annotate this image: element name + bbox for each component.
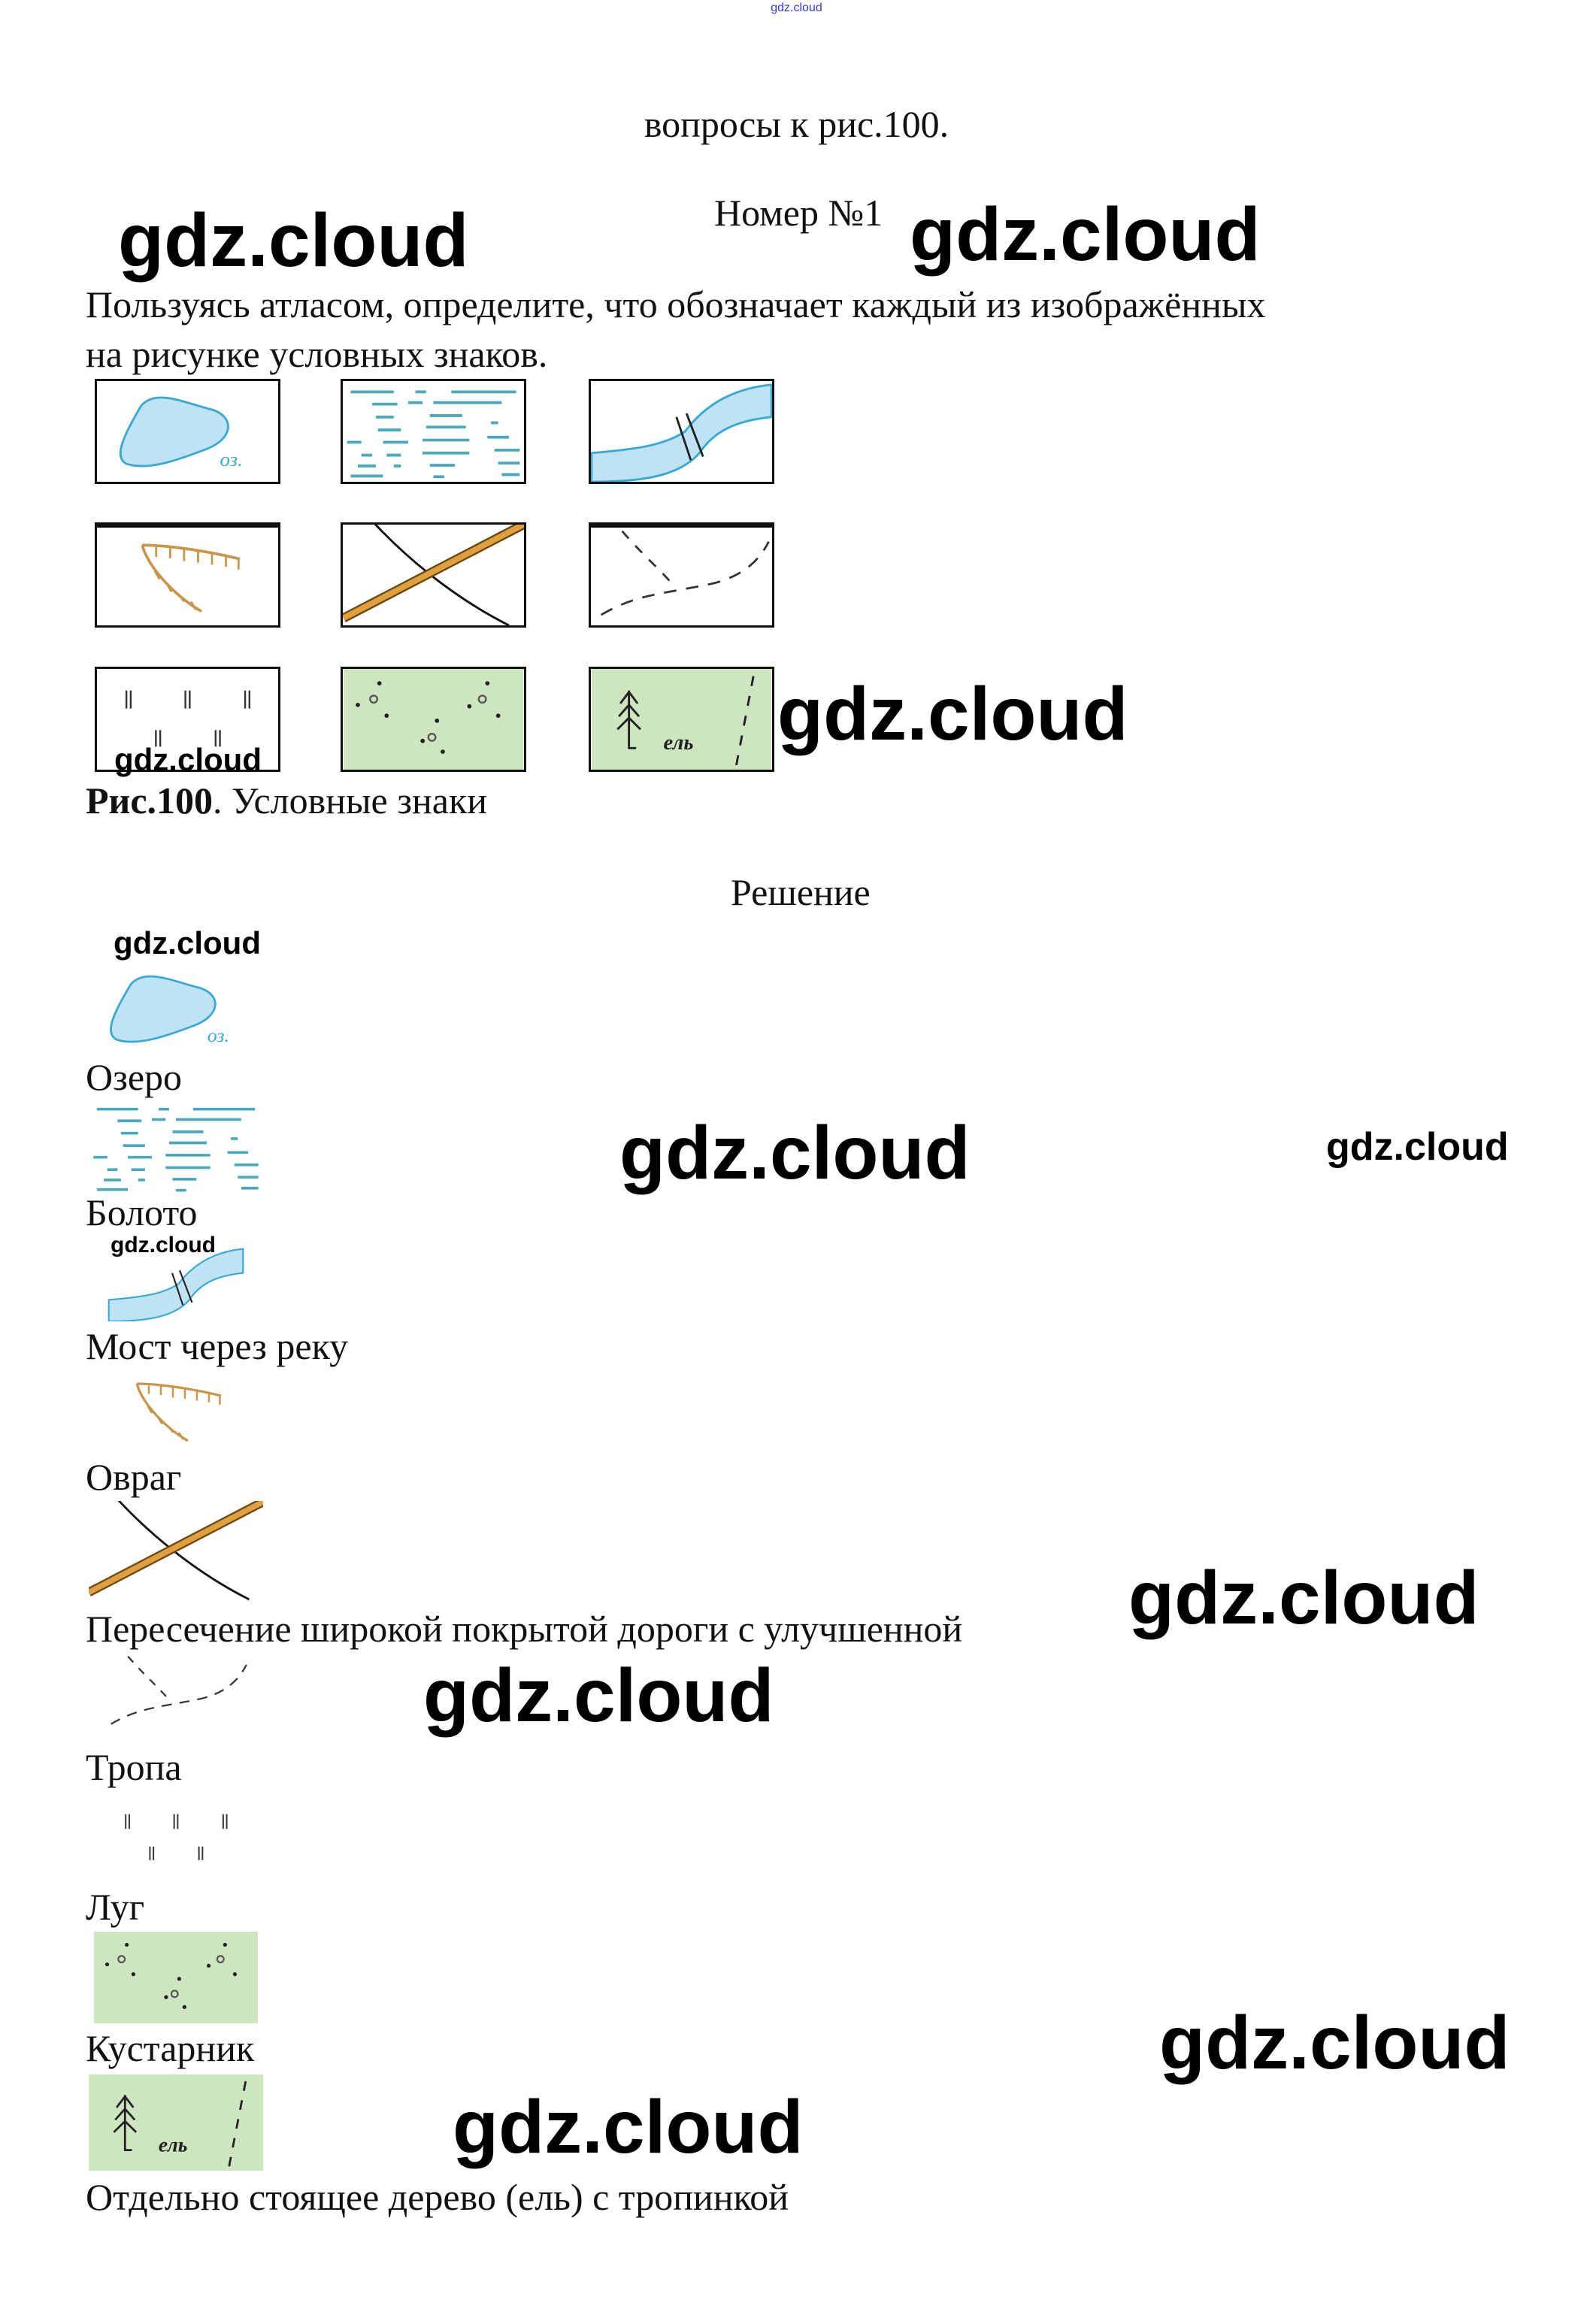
- figure-road-symbol: [341, 522, 526, 628]
- figure-swamp-symbol: [341, 379, 526, 484]
- spruce-label: ель: [159, 2133, 188, 2156]
- watermark: gdz.cloud: [453, 2085, 804, 2169]
- answer-1: Озеро: [86, 1056, 183, 1098]
- watermark: gdz.cloud: [619, 1111, 971, 1195]
- figure-meadow-symbol: [95, 667, 280, 772]
- answer-ravine-icon: [89, 1369, 263, 1453]
- lake-label: оз.: [207, 1024, 229, 1046]
- watermark: gdz.cloud: [910, 192, 1261, 277]
- answer-road-icon: [89, 1501, 263, 1600]
- watermark: gdz.cloud: [1128, 1556, 1479, 1640]
- watermark: gdz.cloud: [114, 742, 262, 777]
- answer-4: Овраг: [86, 1456, 182, 1498]
- figure-ravine-symbol: [95, 522, 280, 628]
- figure-lake-symbol: оз.: [95, 379, 280, 484]
- figure-caption-text: . Условные знаки: [213, 779, 487, 822]
- watermark: gdz.cloud: [1326, 1125, 1509, 1169]
- answer-trail-icon: [89, 1654, 263, 1732]
- figure-shrubs-symbol: [341, 667, 526, 772]
- answer-lake-icon: оз.: [89, 961, 263, 1057]
- figure-spruce-symbol: ель: [589, 667, 774, 772]
- lake-label: оз.: [220, 448, 243, 471]
- figure-caption: Рис.100. Условные знаки: [86, 782, 487, 819]
- watermark: gdz.cloud: [777, 672, 1128, 756]
- answer-swamp-icon: [89, 1099, 263, 1195]
- answer-9: Отдельно стоящее дерево (ель) с тропинко…: [86, 2176, 789, 2218]
- subtitle: вопросы к рис.100.: [644, 103, 949, 145]
- figure-number: Рис.100: [86, 779, 214, 822]
- watermark: gdz.cloud: [118, 198, 469, 283]
- task-text-line1: Пользуясь атласом, определите, что обозн…: [86, 283, 1266, 325]
- answer-spruce-icon: ель: [89, 2074, 263, 2171]
- spruce-label: ель: [664, 731, 694, 755]
- watermark: gdz.cloud: [111, 1233, 216, 1257]
- answer-6: Тропа: [86, 1746, 182, 1788]
- answer-shrubs-icon: [89, 1932, 263, 2023]
- answer-meadow-icon: [89, 1796, 263, 1879]
- watermark: gdz.cloud: [1159, 2001, 1510, 2085]
- task-title: Номер №1: [714, 192, 883, 234]
- solution-title: Решение: [731, 871, 871, 913]
- task-text-line2: на рисунке условных знаков.: [86, 333, 548, 375]
- header-watermark: gdz.cloud: [771, 2, 822, 14]
- answer-5: Пересечение широкой покрытой дороги с ул…: [86, 1608, 963, 1650]
- figure-bridge-symbol: [589, 379, 774, 484]
- watermark: gdz.cloud: [423, 1654, 774, 1738]
- watermark: gdz.cloud: [114, 925, 261, 961]
- answer-bridge-icon: [89, 1246, 263, 1321]
- answer-7: Луг: [86, 1886, 145, 1928]
- answer-8: Кустарник: [86, 2027, 255, 2069]
- answer-2: Болото: [86, 1191, 198, 1233]
- figure-trail-symbol: [589, 522, 774, 628]
- answer-3: Мост через реку: [86, 1325, 349, 1367]
